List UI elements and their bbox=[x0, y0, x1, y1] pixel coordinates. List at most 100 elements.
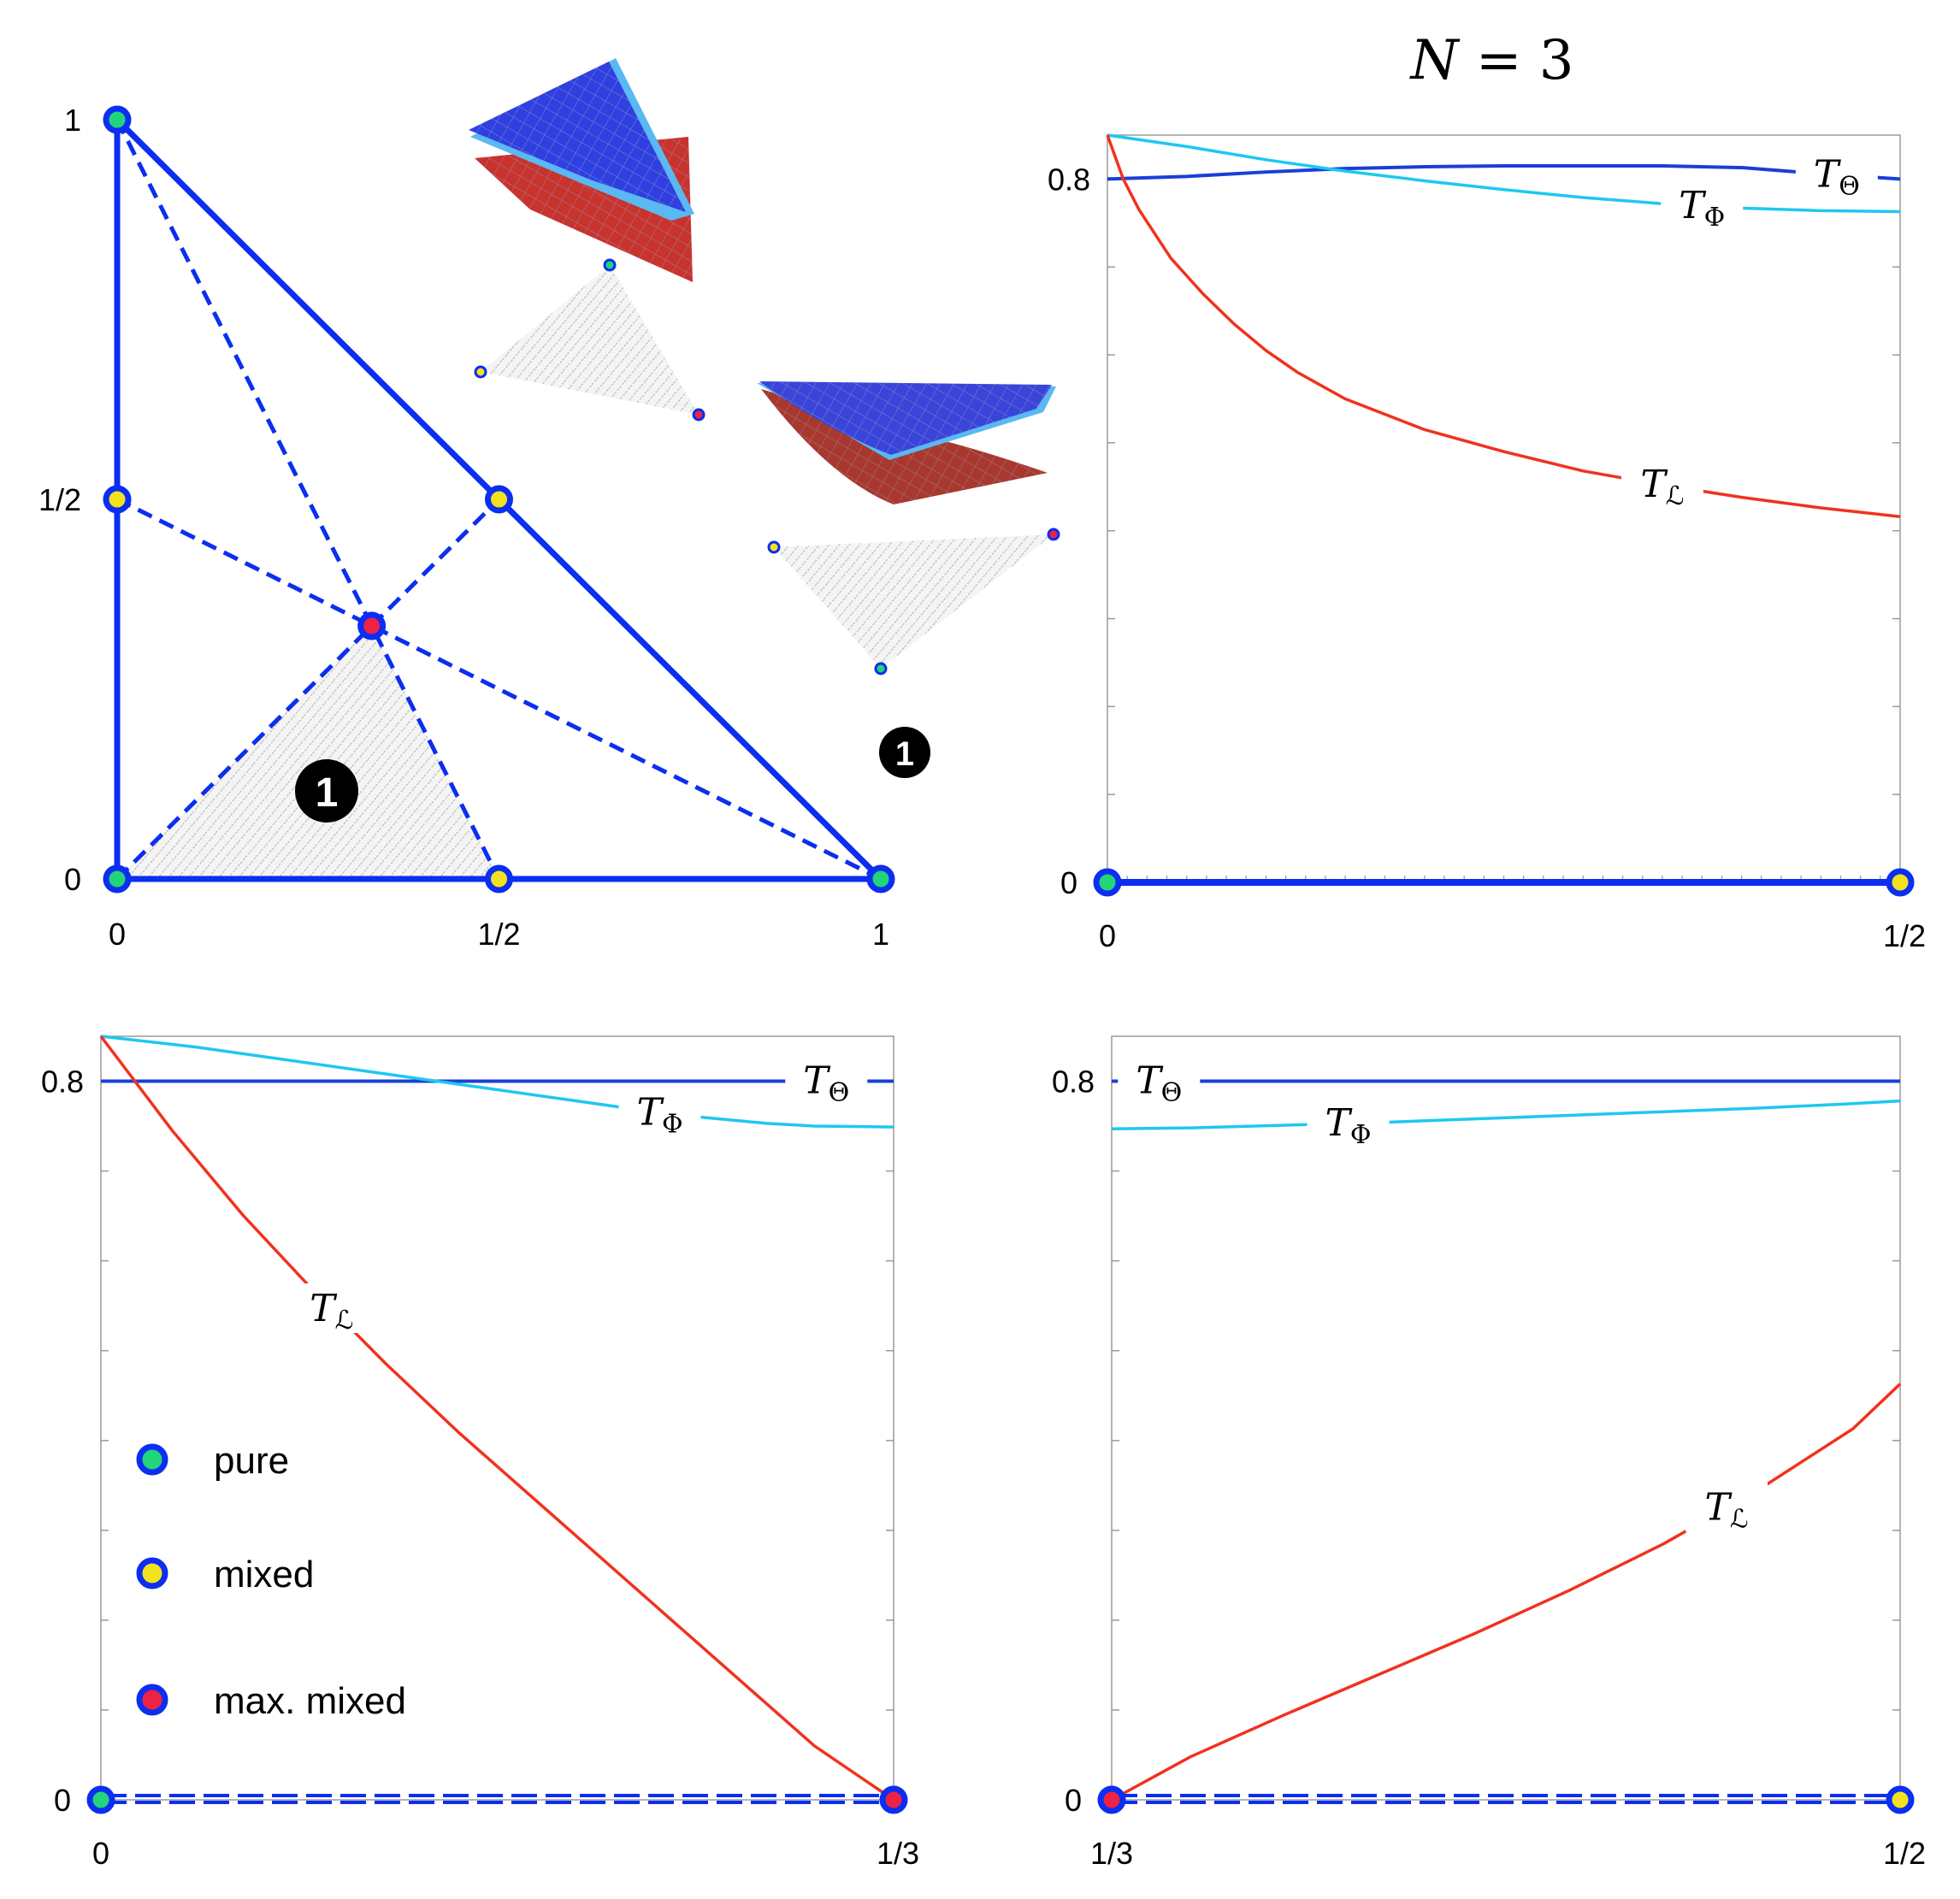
series-label-sub: ℒ bbox=[335, 1306, 354, 1336]
y-tick-label: 1/2 bbox=[38, 482, 81, 517]
series-label-T: T bbox=[1814, 152, 1842, 196]
legend-label-maxmixed: max. mixed bbox=[214, 1680, 406, 1722]
series-label-phi: TΦ bbox=[618, 1087, 701, 1139]
inset-point-pure bbox=[874, 662, 888, 675]
series-label-phi: TΦ bbox=[1661, 180, 1744, 233]
vertex-mixed bbox=[485, 485, 513, 514]
series-label-bg-L bbox=[290, 1283, 373, 1334]
x-tick-label: 1/2 bbox=[477, 917, 520, 952]
series-label-sub: Φ bbox=[662, 1109, 683, 1139]
series-line-L bbox=[1106, 134, 1901, 518]
series-label-text-L: Tℒ bbox=[1705, 1486, 1749, 1535]
median-line-2 bbox=[115, 498, 501, 881]
y-tick-label: 0 bbox=[1065, 1783, 1082, 1818]
region-badge-text: 1 bbox=[316, 770, 339, 816]
series-label-L: Tℒ bbox=[1621, 459, 1703, 511]
legend-marker-pure bbox=[136, 1443, 168, 1476]
series-line-phi bbox=[1107, 133, 1901, 214]
region-1 bbox=[117, 626, 499, 879]
region-badge-circle bbox=[295, 759, 358, 823]
x-tick-label: 1 bbox=[872, 917, 889, 952]
endpoint-mixed bbox=[1886, 868, 1915, 897]
region-badge-inset: 1 bbox=[879, 727, 930, 778]
y-tick-label: 0.8 bbox=[41, 1065, 84, 1100]
legend-marker-maxmixed bbox=[136, 1684, 168, 1716]
legend: pure mixed max. mixed bbox=[136, 1440, 406, 1722]
series-label-bg-L bbox=[1685, 1482, 1768, 1532]
series-label-T: T bbox=[637, 1090, 665, 1134]
surface-inset-right: 1 bbox=[757, 381, 1060, 778]
series-label-text-phi: TΦ bbox=[637, 1090, 683, 1139]
series-label-bg-phi bbox=[1307, 1097, 1390, 1147]
vertex-mixed bbox=[103, 485, 132, 514]
x-tick-label: 1/2 bbox=[1883, 1836, 1926, 1871]
series-line-theta bbox=[1107, 163, 1901, 181]
x-tick-label: 1/3 bbox=[1090, 1836, 1133, 1871]
blue-surface-grid bbox=[759, 381, 1052, 455]
series-label-text-theta: TΘ bbox=[1814, 152, 1860, 201]
inset-point-pure bbox=[603, 258, 617, 272]
legend-label-pure: pure bbox=[214, 1440, 289, 1482]
legend-marker-mixed bbox=[136, 1557, 168, 1589]
series-label-T: T bbox=[1679, 184, 1707, 227]
plot-frame bbox=[1107, 134, 1901, 883]
vertex-pure bbox=[866, 864, 895, 893]
series-label-theta: TΘ bbox=[1795, 149, 1878, 201]
series-label-sub: Φ bbox=[1704, 203, 1726, 233]
series-label-bg-phi bbox=[1661, 180, 1744, 230]
legend-label-mixed: mixed bbox=[214, 1554, 314, 1595]
series-label-bg-theta bbox=[785, 1055, 868, 1106]
endpoint-maxmixed bbox=[879, 1785, 908, 1814]
y-tick-label: 0 bbox=[64, 862, 81, 897]
series-label-T: T bbox=[1325, 1101, 1354, 1145]
x-tick-label: 0 bbox=[1099, 918, 1116, 953]
y-tick-label: 1 bbox=[64, 103, 81, 138]
inset-region-right bbox=[774, 534, 1054, 669]
series-label-text-phi: TΦ bbox=[1679, 184, 1725, 233]
series-label-sub: ℒ bbox=[1666, 481, 1685, 511]
series-label-sub: ℒ bbox=[1730, 1505, 1749, 1535]
series-label-theta: TΘ bbox=[785, 1055, 868, 1108]
series-label-bg-L bbox=[1621, 459, 1703, 510]
series-label-T: T bbox=[310, 1287, 338, 1330]
inset-region-top bbox=[481, 265, 699, 415]
surface-inset-top bbox=[469, 58, 705, 422]
inset-point-mixed bbox=[474, 365, 487, 379]
plot-frame bbox=[100, 1035, 894, 1801]
figure-title: N = 3 bbox=[1408, 29, 1573, 92]
series-label-sub: Θ bbox=[1839, 171, 1860, 201]
series-label-phi: TΦ bbox=[1307, 1097, 1390, 1150]
inset-point-maxmixed bbox=[1047, 528, 1060, 541]
series-label-text-phi: TΦ bbox=[1325, 1101, 1372, 1150]
endpoint-pure bbox=[86, 1785, 115, 1814]
series-line-L bbox=[1111, 1383, 1902, 1802]
series-label-text-theta: TΘ bbox=[1136, 1059, 1182, 1108]
series-label-bg-theta bbox=[1118, 1055, 1201, 1106]
x-tick-label: 0 bbox=[92, 1836, 109, 1871]
vertex-pure bbox=[103, 105, 132, 134]
series-line-phi bbox=[100, 1035, 894, 1129]
vertex-pure bbox=[103, 864, 132, 893]
vertex-maxmixed bbox=[357, 611, 387, 640]
y-tick-label: 0.8 bbox=[1052, 1065, 1095, 1100]
series-label-text-L: Tℒ bbox=[1640, 463, 1684, 511]
series-label-sub: Φ bbox=[1350, 1120, 1372, 1150]
series-label-sub: Θ bbox=[829, 1078, 850, 1108]
region-badge-inset-text: 1 bbox=[895, 735, 914, 773]
median-line-0 bbox=[115, 118, 501, 881]
y-tick-label: 0 bbox=[1060, 865, 1077, 900]
inset-point-maxmixed bbox=[692, 408, 705, 422]
series-label-theta: TΘ bbox=[1118, 1055, 1201, 1108]
x-tick-label: 1/3 bbox=[877, 1836, 919, 1871]
series-label-T: T bbox=[803, 1059, 831, 1103]
plot-frame bbox=[1111, 1035, 1901, 1801]
y-tick-label: 0.8 bbox=[1048, 162, 1090, 197]
title-rest: = 3 bbox=[1458, 29, 1573, 92]
endpoint-maxmixed bbox=[1097, 1785, 1126, 1814]
y-tick-label: 0 bbox=[54, 1783, 71, 1818]
